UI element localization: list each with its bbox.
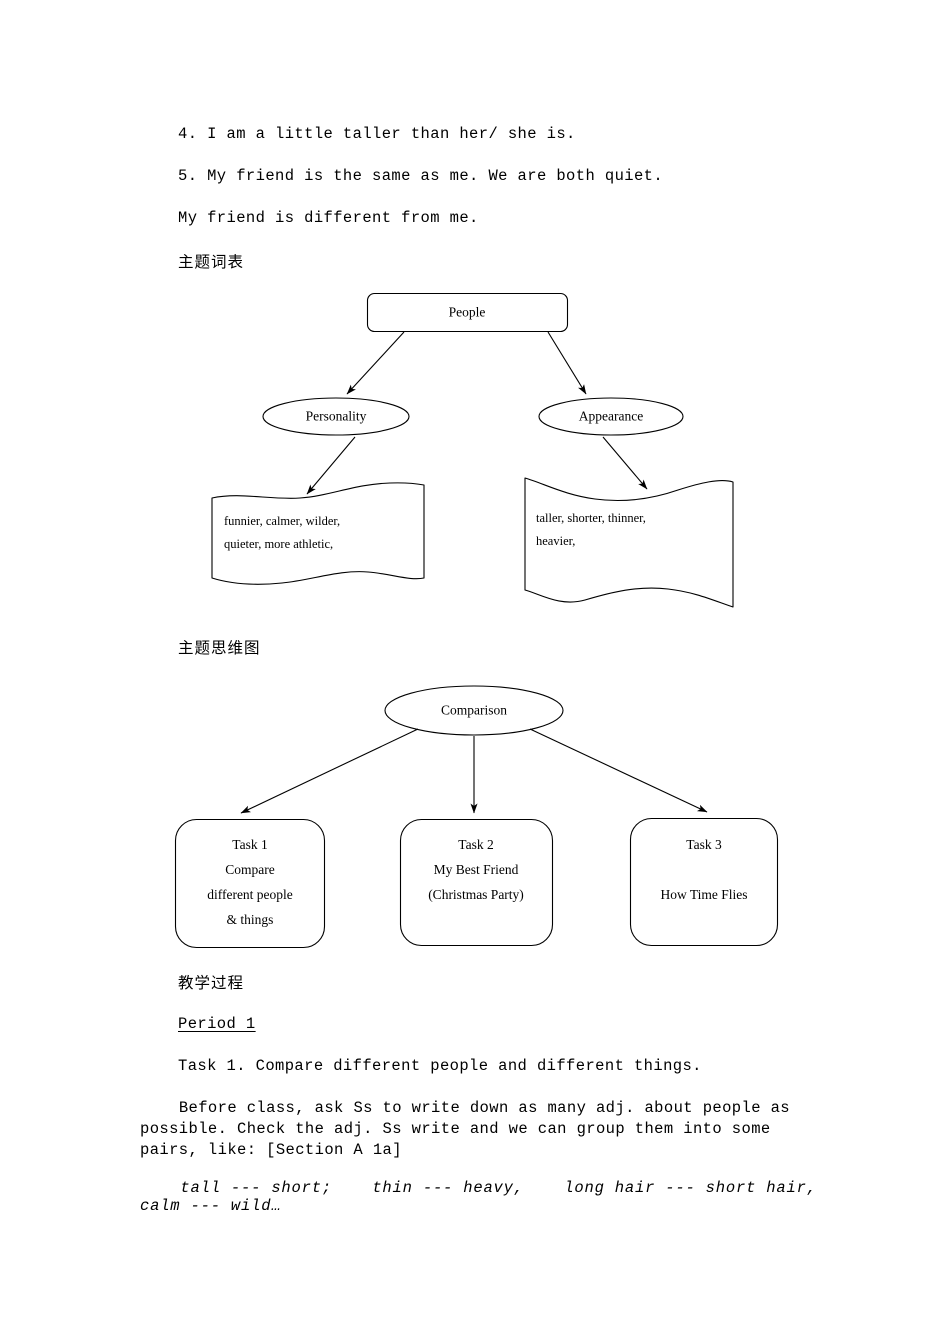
shape-appearance-label: Appearance [579,409,643,424]
shape-wave-appearance: taller, shorter, thinner, heavier, [524,477,734,608]
task-1-heading-text: Task 1. Compare different people and dif… [178,1057,702,1075]
wave-personality-line-2: quieter, more athletic, [224,537,333,551]
shape-task-1-box: Task 1 Compare different people & things [174,818,326,949]
task-3-line-3: How Time Flies [660,887,747,902]
arrow-comparison-to-task-3 [529,728,708,813]
task-2-line-3: (Christmas Party) [428,887,524,902]
shape-appearance-ellipse: Appearance [538,397,684,436]
wave-personality-line-1: funnier, calmer, wilder, [224,514,340,528]
task-2-line-2: My Best Friend [434,862,519,877]
task-1-line-2: Compare [225,862,275,877]
task-3-line-1: Task 3 [686,837,722,852]
shape-task-2-box: Task 2 My Best Friend (Christmas Party) [399,818,554,947]
shape-people-box: People [366,292,569,333]
arrow-appearance-to-wave [602,436,648,490]
wave-appearance-line-2: heavier, [536,534,575,548]
shape-comparison-ellipse: Comparison [384,685,564,736]
shape-task-3-box: Task 3 How Time Flies [629,817,779,947]
arrow-people-to-personality [346,331,405,395]
sentence-line-5: 5. My friend is the same as me. We are b… [178,167,664,185]
arrow-comparison-to-task-1 [240,728,419,814]
shape-personality-ellipse: Personality [262,397,410,436]
heading-vocab-list: 主题词表 [178,253,245,271]
heading-period-1: Period 1 [178,1015,256,1033]
shape-comparison-label: Comparison [441,703,507,718]
task-1-line-3: different people [207,887,293,902]
task-1-line-1: Task 1 [232,837,267,852]
examples-line-2: calm --- wild… [140,1197,282,1215]
task-1-line-4: & things [227,912,274,927]
shape-personality-label: Personality [306,409,367,424]
arrow-personality-to-wave [306,436,356,495]
heading-mind-map: 主题思维图 [178,639,261,657]
sentence-line-6: My friend is different from me. [178,209,479,227]
task-2-line-1: Task 2 [458,837,493,852]
shape-wave-personality: funnier, calmer, wilder, quieter, more a… [211,482,425,585]
wave-appearance-line-1: taller, shorter, thinner, [536,511,646,525]
heading-teaching-process: 教学过程 [178,974,245,992]
shape-people-label: People [449,305,486,320]
examples-line-1: tall --- short; thin --- heavy, long hai… [140,1179,817,1197]
sentence-line-4: 4. I am a little taller than her/ she is… [178,125,576,143]
instruction-paragraph: Before class, ask Ss to write down as ma… [140,1099,791,1159]
arrow-people-to-appearance [547,331,587,395]
